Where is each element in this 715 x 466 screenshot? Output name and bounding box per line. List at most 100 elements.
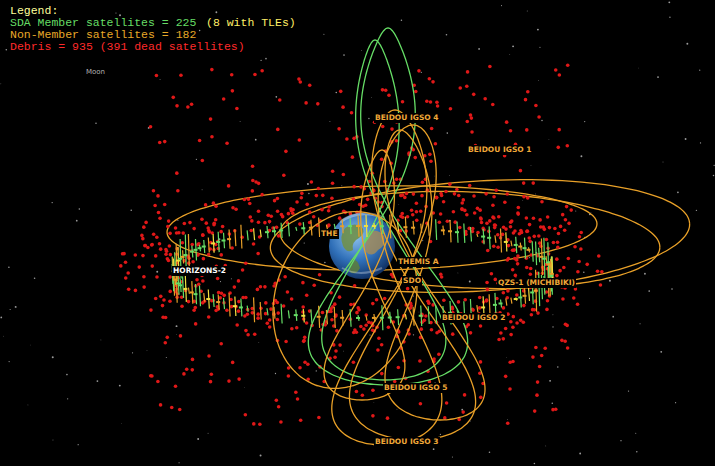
debris-dot	[439, 212, 443, 216]
debris-dot	[371, 414, 375, 418]
debris-dot	[275, 225, 279, 229]
debris-dot	[339, 90, 343, 94]
debris-dot	[533, 308, 537, 312]
satellite-track	[274, 307, 275, 319]
debris-dot	[198, 139, 202, 143]
debris-dot	[150, 264, 154, 268]
debris-dot	[496, 245, 500, 249]
debris-dot	[201, 279, 205, 283]
debris-dot	[175, 104, 179, 108]
debris-dot	[491, 103, 495, 107]
satellite-marker	[523, 247, 527, 249]
satellite-track	[296, 227, 297, 231]
debris-dot	[457, 194, 461, 198]
debris-dot	[522, 195, 526, 199]
star	[512, 45, 514, 47]
debris-dot	[165, 336, 169, 340]
satellite-marker	[301, 227, 305, 229]
star	[255, 139, 257, 141]
debris-dot	[191, 260, 195, 264]
debris-dot	[390, 127, 394, 131]
debris-dot	[361, 393, 365, 397]
debris-dot	[157, 211, 161, 215]
debris-dot	[502, 337, 506, 341]
debris-dot	[511, 268, 515, 272]
star	[457, 272, 459, 274]
debris-dot	[256, 312, 260, 316]
debris-dot	[210, 372, 214, 376]
debris-dot	[552, 241, 556, 245]
debris-dot	[295, 200, 299, 204]
debris-dot	[174, 226, 178, 230]
debris-dot	[331, 169, 335, 173]
debris-dot	[140, 234, 144, 238]
debris-dot	[170, 406, 174, 410]
star	[97, 380, 99, 382]
star	[52, 356, 54, 358]
satellite-label: BEIDOU IGSO 5	[383, 383, 449, 393]
satellite-marker	[211, 242, 215, 244]
debris-dot	[155, 74, 159, 78]
debris-dot	[493, 223, 497, 227]
star	[636, 451, 637, 452]
debris-dot	[434, 142, 438, 146]
debris-dot	[465, 213, 469, 217]
debris-dot	[222, 97, 226, 101]
debris-dot	[356, 306, 360, 310]
satellite-marker	[493, 304, 497, 306]
debris-dot	[192, 227, 196, 231]
satellite-track	[539, 248, 540, 262]
debris-dot	[164, 252, 168, 256]
debris-dot	[383, 297, 387, 301]
debris-dot	[476, 231, 480, 235]
debris-dot	[415, 210, 419, 214]
debris-dot	[427, 301, 431, 305]
debris-dot	[152, 189, 156, 193]
satellite-marker	[216, 241, 220, 243]
star	[549, 380, 551, 382]
star	[79, 208, 81, 210]
debris-dot	[235, 107, 239, 111]
star	[422, 240, 423, 241]
debris-dot	[185, 367, 189, 371]
debris-dot	[486, 288, 490, 292]
legend-note: (8 with TLEs)	[206, 17, 296, 29]
debris-dot	[410, 209, 414, 213]
satellite-track	[405, 314, 406, 319]
debris-dot	[543, 228, 547, 232]
debris-dot	[133, 253, 137, 257]
star	[196, 159, 197, 160]
debris-dot	[537, 234, 541, 238]
satellite-marker	[221, 240, 225, 242]
star	[552, 314, 554, 316]
debris-dot	[466, 70, 470, 74]
debris-dot	[436, 104, 440, 108]
debris-dot	[435, 101, 439, 105]
star	[260, 60, 261, 61]
debris-dot	[338, 216, 342, 220]
debris-dot	[414, 90, 418, 94]
debris-dot	[210, 135, 214, 139]
star	[530, 165, 532, 167]
debris-dot	[279, 420, 283, 424]
debris-dot	[508, 387, 512, 391]
satellite-marker	[441, 229, 445, 231]
debris-dot	[188, 221, 192, 225]
debris-dot	[430, 127, 434, 131]
debris-dot	[219, 342, 223, 346]
debris-dot	[462, 198, 466, 202]
satellite-marker	[294, 314, 298, 316]
debris-dot	[352, 185, 356, 189]
debris-dot	[380, 372, 384, 376]
debris-dot	[126, 271, 130, 275]
debris-dot	[154, 254, 158, 258]
debris-dot	[585, 263, 589, 267]
legend-text: Non-Member satellites = 182	[10, 28, 196, 41]
debris-dot	[543, 346, 547, 350]
debris-dot	[156, 194, 160, 198]
star	[434, 175, 436, 177]
star	[244, 386, 246, 388]
debris-dot	[560, 339, 564, 343]
debris-dot	[294, 390, 298, 394]
debris-dot	[191, 358, 195, 362]
